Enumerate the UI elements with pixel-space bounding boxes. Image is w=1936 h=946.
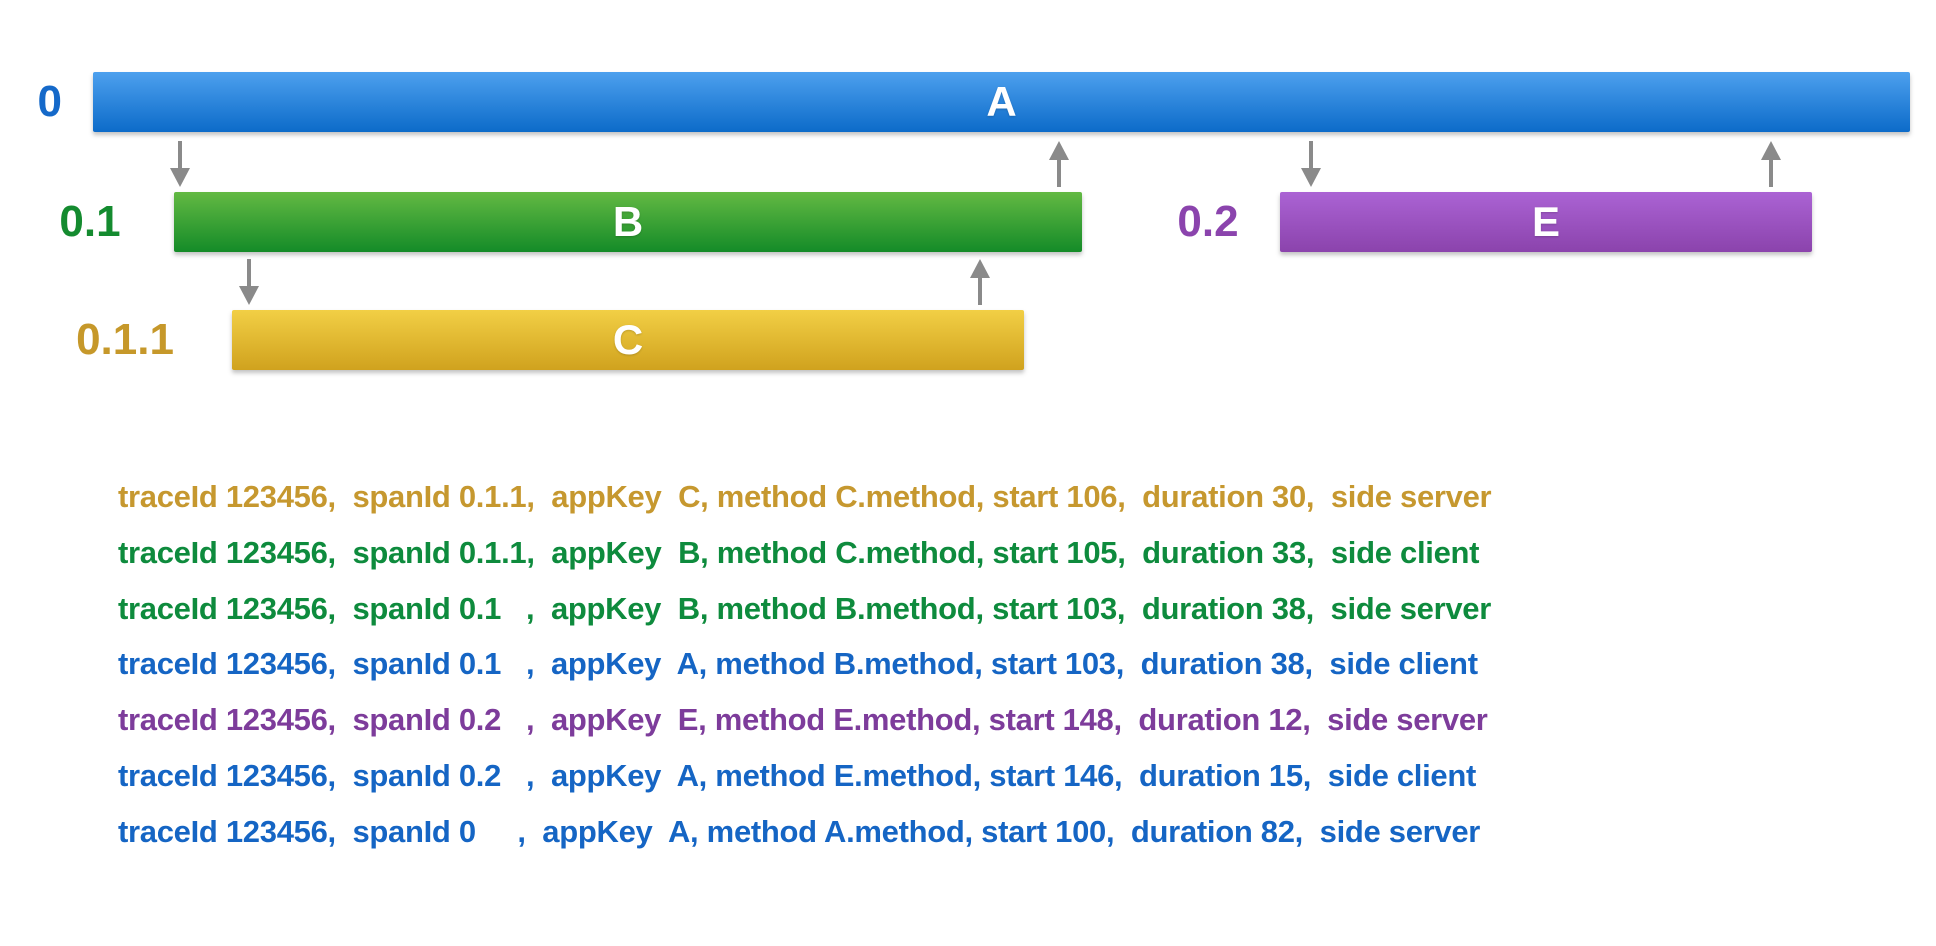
trace-log-line: traceId 123456, spanId 0.1 , appKey A, m… bbox=[118, 646, 1478, 682]
arrow-stem bbox=[1309, 141, 1313, 169]
b-end-up-arrow-icon bbox=[1049, 141, 1069, 187]
arrow-head bbox=[170, 168, 190, 187]
trace-log-line: traceId 123456, spanId 0 , appKey A, met… bbox=[118, 813, 1481, 849]
trace-log-line: traceId 123456, spanId 0.1.1, appKey C, … bbox=[118, 479, 1492, 514]
span-bar-c: C bbox=[232, 310, 1024, 370]
trace-log-line: traceId 123456, spanId 0.1 , appKey B, m… bbox=[118, 590, 1491, 626]
trace-log-line: traceId 123456, spanId 0.2 , appKey A, m… bbox=[118, 757, 1477, 793]
span-bar-b-label: B bbox=[612, 198, 644, 245]
b-start-down-arrow-icon bbox=[170, 141, 190, 187]
span-row-label-0-1: 0.1 bbox=[59, 197, 121, 246]
span-row-label-0-2: 0.2 bbox=[1177, 197, 1239, 246]
arrow-head bbox=[239, 286, 259, 305]
arrow-head bbox=[1049, 141, 1069, 160]
span-bar-c-label: C bbox=[612, 316, 644, 363]
arrow-stem bbox=[1769, 159, 1773, 187]
e-end-up-arrow-icon bbox=[1761, 141, 1781, 187]
span-row-label-0-1-1: 0.1.1 bbox=[76, 315, 174, 364]
e-start-down-arrow-icon bbox=[1301, 141, 1321, 187]
span-bar-e-label: E bbox=[1531, 198, 1560, 245]
arrow-stem bbox=[247, 259, 251, 287]
arrow-head bbox=[1301, 168, 1321, 187]
trace-log-line: traceId 123456, spanId 0.1.1, appKey B, … bbox=[118, 534, 1480, 570]
span-row-label-0: 0 bbox=[37, 77, 62, 126]
span-bar-a: A bbox=[93, 72, 1910, 132]
arrow-head bbox=[1761, 141, 1781, 160]
trace-log: traceId 123456, spanId 0.1.1, appKey C, … bbox=[118, 469, 1492, 860]
span-bar-a-label: A bbox=[986, 78, 1017, 125]
arrow-stem bbox=[178, 141, 182, 169]
trace-log-line: traceId 123456, spanId 0.2 , appKey E, m… bbox=[118, 702, 1488, 738]
arrow-stem bbox=[978, 277, 982, 305]
c-end-up-arrow-icon bbox=[970, 259, 990, 305]
span-bar-e: E bbox=[1280, 192, 1812, 252]
c-start-down-arrow-icon bbox=[239, 259, 259, 305]
span-bar-b: B bbox=[174, 192, 1082, 252]
arrow-stem bbox=[1057, 159, 1061, 187]
arrow-head bbox=[970, 259, 990, 278]
